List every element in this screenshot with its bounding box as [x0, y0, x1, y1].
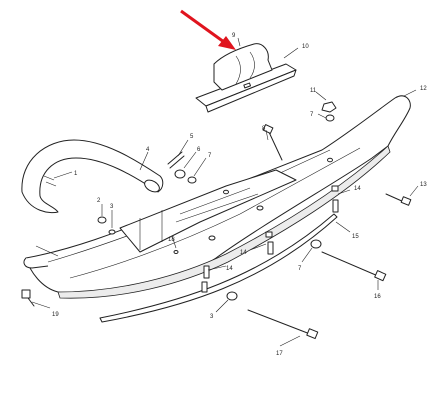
callout-14-middle: 14	[240, 250, 247, 256]
callout-1: 1	[74, 171, 78, 177]
callout-4: 4	[146, 147, 150, 153]
callout-7-lower: 7	[298, 266, 302, 272]
callout-3-lower: 3	[210, 314, 214, 320]
callout-7-left: 7	[208, 153, 212, 159]
callout-11: 11	[310, 88, 317, 94]
callout-5: 5	[190, 134, 194, 140]
ski-front-tip	[23, 245, 59, 269]
callout-9: 9	[232, 33, 236, 39]
callout-2: 2	[97, 198, 101, 204]
callout-14-left: 14	[226, 266, 233, 272]
callout-16: 16	[374, 294, 381, 300]
callout-17: 17	[276, 351, 283, 357]
ski-body	[25, 95, 411, 299]
hardware-parts	[21, 101, 412, 340]
callout-12: 12	[420, 86, 427, 92]
ski-skag-assembly	[195, 43, 297, 113]
callout-18: 18	[168, 237, 175, 243]
ski-loop-handle	[21, 139, 164, 214]
callout-15: 15	[352, 234, 359, 240]
callout-7-right: 7	[310, 112, 314, 118]
callout-6: 6	[197, 147, 201, 153]
callout-19: 19	[52, 312, 59, 318]
callout-labels: 1 2 3 4 5 6 7 8 9 10 11 7 12 13 14 14 7 …	[52, 33, 427, 357]
leader-lines	[31, 37, 419, 347]
callout-13: 13	[420, 182, 427, 188]
callout-8: 8	[262, 126, 266, 132]
callout-14-right: 14	[354, 186, 361, 192]
callout-3-upper: 3	[110, 204, 114, 210]
ski-wear-bar	[99, 213, 338, 323]
red-indicator-arrow	[180, 9, 236, 50]
callout-10: 10	[302, 44, 309, 50]
